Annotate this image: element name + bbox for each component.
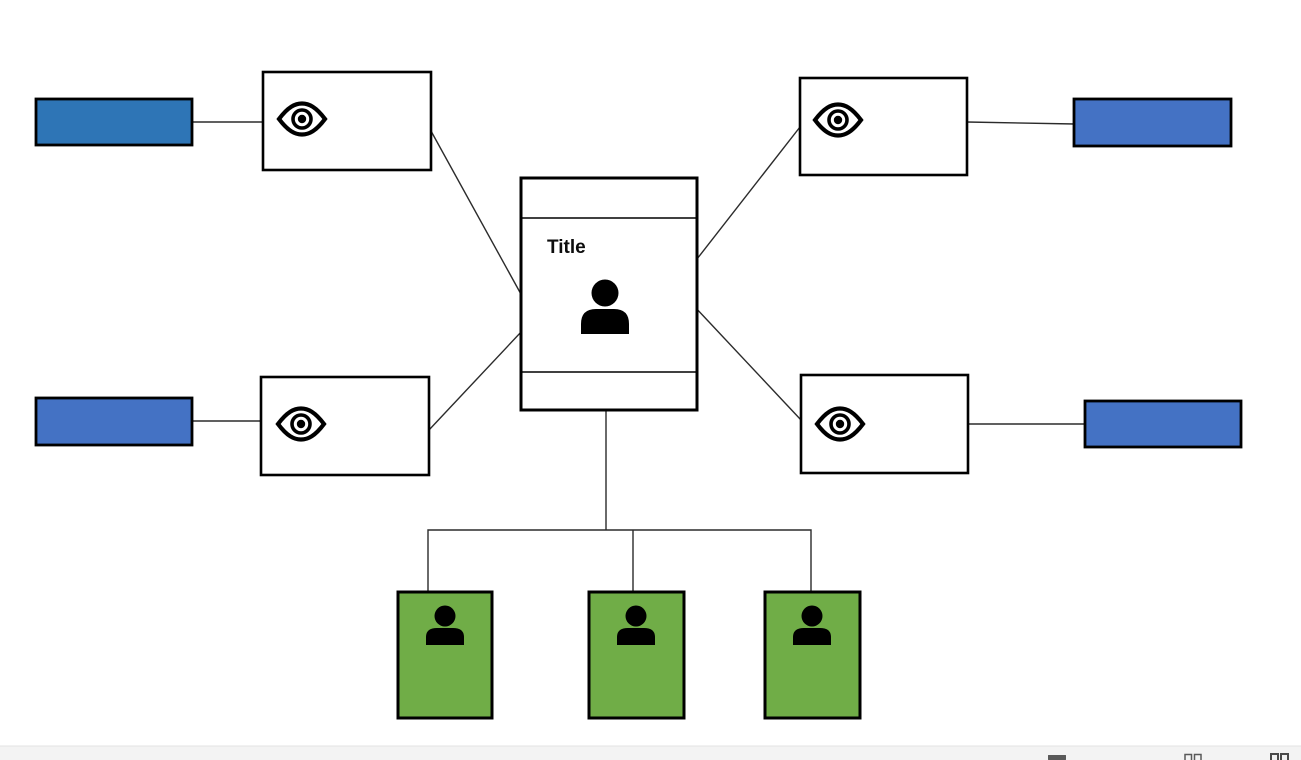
eye-icon	[812, 102, 864, 138]
status-bar-background	[0, 746, 1301, 760]
label-node-top-left[interactable]	[34, 97, 194, 147]
person-icon	[617, 605, 655, 645]
member-node-3[interactable]	[763, 590, 862, 720]
eye-node-mid-right[interactable]	[799, 373, 970, 475]
central-node-title: Title	[547, 237, 586, 258]
slideshow-icon[interactable]	[1270, 753, 1289, 760]
connector-eye-top-right-to-label[interactable]	[966, 121, 1076, 125]
label-node-top-right[interactable]	[1072, 97, 1233, 148]
connectors	[192, 121, 1086, 592]
normal-view-icon[interactable]	[1048, 755, 1066, 760]
eye-node-box[interactable]	[798, 76, 969, 177]
connector-central-to-eye-mid-left[interactable]	[428, 330, 523, 431]
eye-node-mid-left[interactable]	[259, 375, 431, 477]
eye-node-box[interactable]	[259, 375, 431, 477]
eye-node-box[interactable]	[799, 373, 970, 475]
member-node-2[interactable]	[587, 590, 686, 720]
person-icon	[581, 279, 629, 334]
slide-sorter-icon[interactable]	[1184, 753, 1202, 760]
connector-central-to-eye-top-right[interactable]	[696, 126, 801, 260]
label-node-mid-right[interactable]	[1083, 399, 1243, 449]
eye-node-top-right[interactable]	[798, 76, 969, 177]
person-icon	[426, 605, 464, 645]
status-bar	[0, 745, 1301, 760]
eye-node-top-left[interactable]	[261, 70, 433, 172]
label-node-mid-left[interactable]	[34, 396, 194, 447]
connector-tree-rail[interactable]	[427, 529, 812, 592]
member-node-1[interactable]	[396, 590, 494, 720]
eye-icon	[276, 101, 328, 137]
connector-eye-top-left-to-central[interactable]	[430, 130, 523, 297]
eye-icon	[275, 406, 327, 442]
eye-node-box[interactable]	[261, 70, 433, 172]
eye-icon	[814, 406, 866, 442]
person-icon	[793, 605, 831, 645]
connector-central-to-eye-mid-right[interactable]	[693, 305, 802, 421]
member-node-box[interactable]	[763, 590, 862, 720]
central-node[interactable]: Title	[519, 176, 699, 412]
